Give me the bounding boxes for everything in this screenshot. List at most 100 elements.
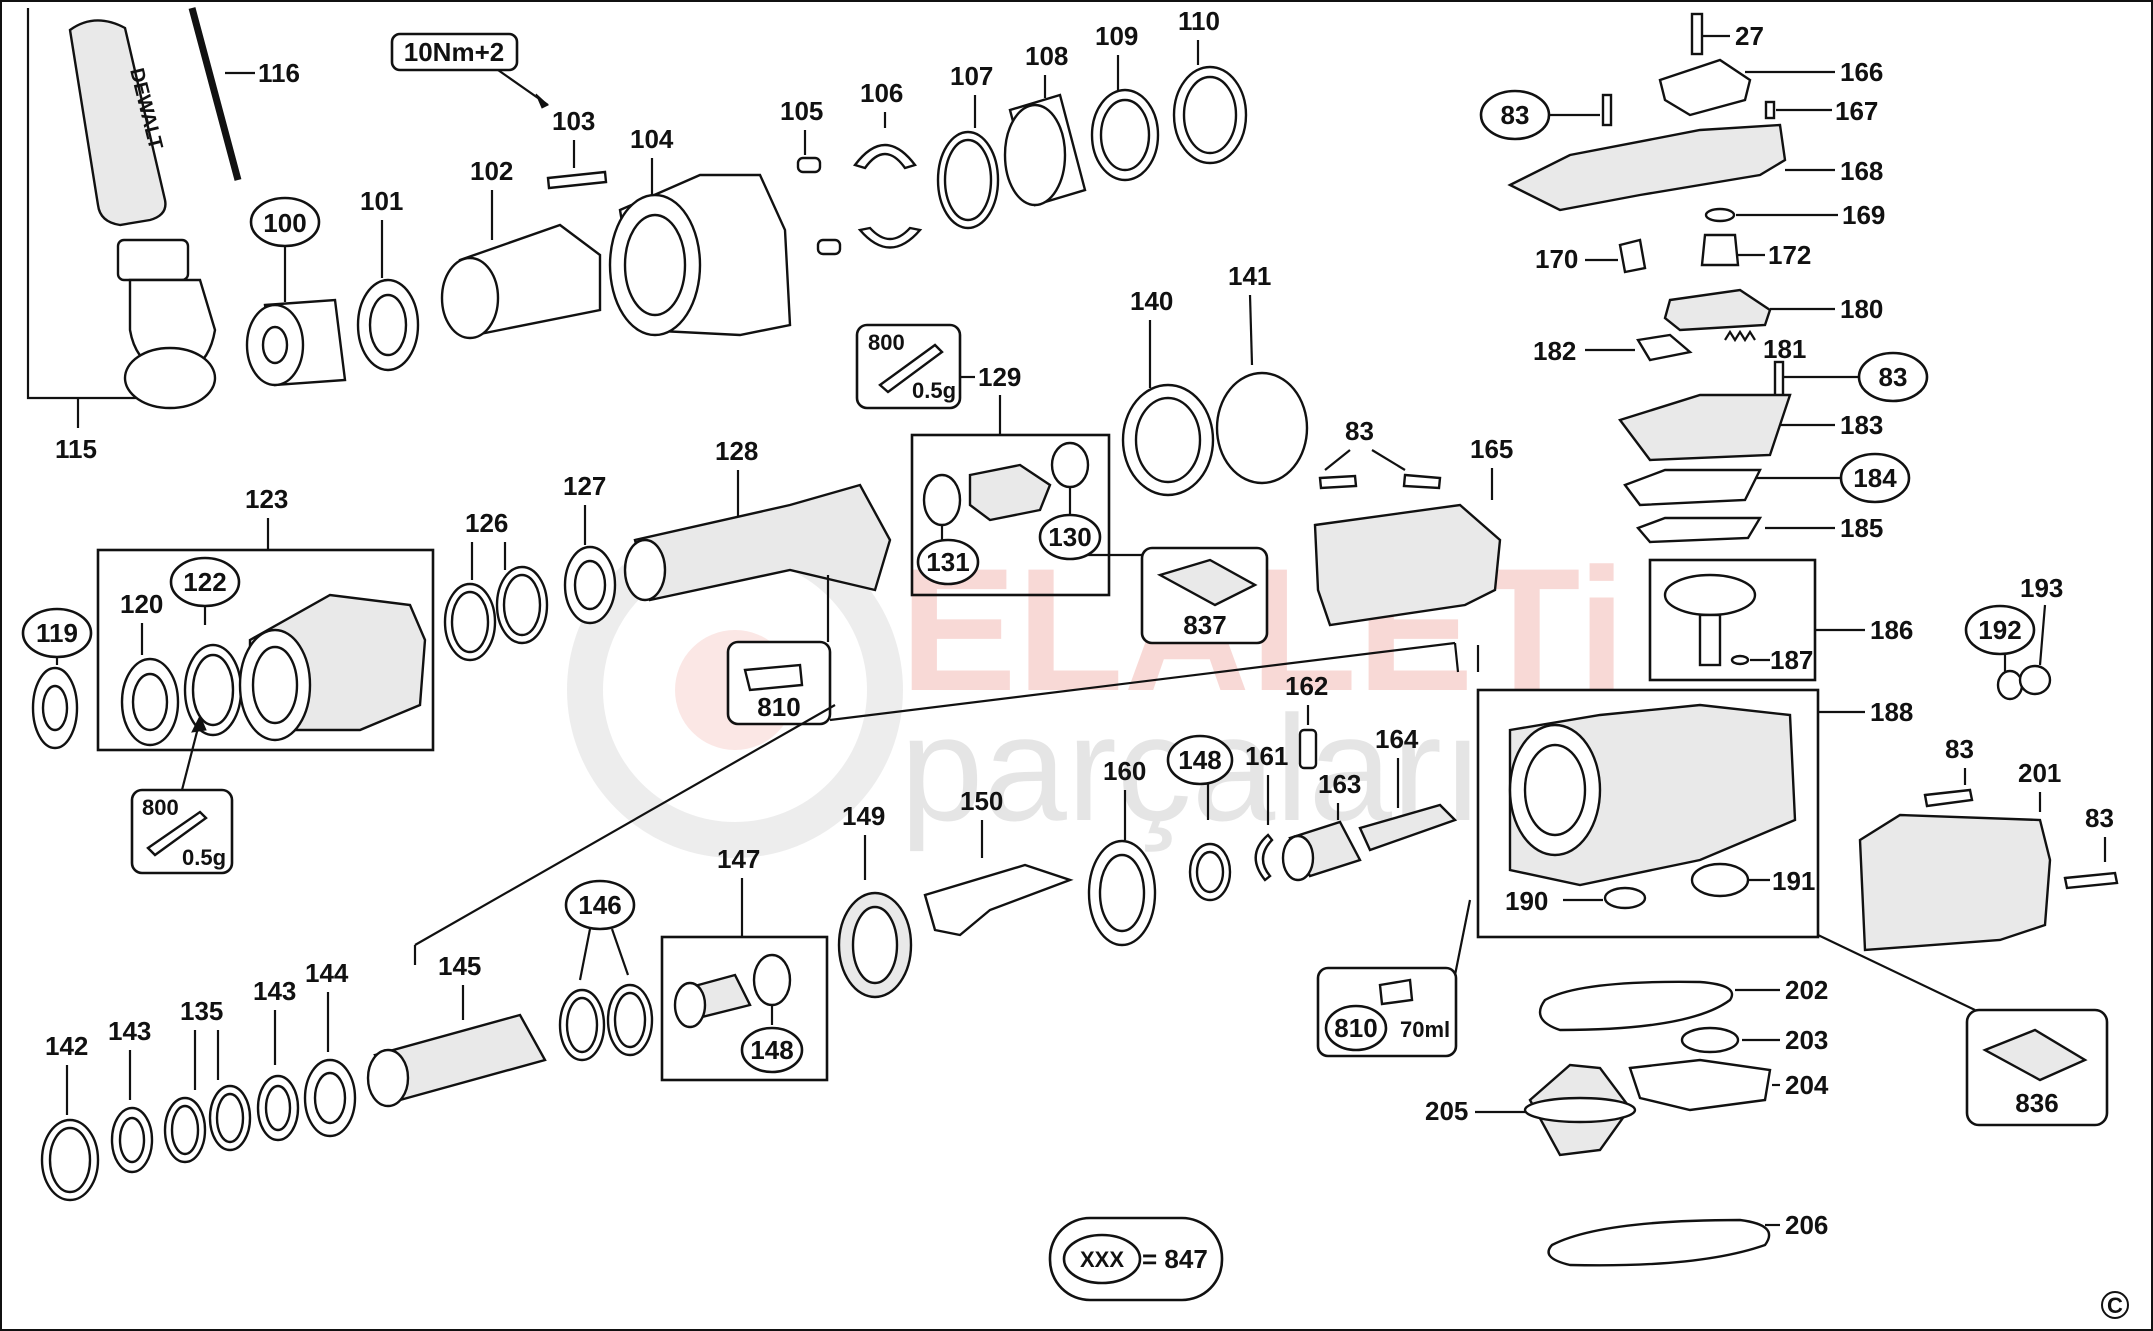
label-810b-oval [1324,1004,1388,1052]
label-837: 837 [1183,610,1226,640]
label-146-oval [564,879,636,931]
box-123 [96,548,435,752]
part-130-oring [1050,441,1090,489]
label-116: 116 [258,58,300,88]
label-148a: 148 [1178,745,1221,775]
label-184-oval [1839,452,1911,504]
part-182-slider [1636,333,1693,362]
part-191-bearing [1690,862,1750,898]
label-170: 170 [1535,244,1578,274]
label-180: 180 [1840,294,1883,324]
label-191: 191 [1772,866,1815,896]
copyright-mark: C [2101,1291,2129,1319]
grease-code-b: 800 [142,795,179,820]
label-165: 165 [1470,434,1513,464]
part-181-spring [1724,329,1756,343]
part-103-screw [546,170,608,190]
oil-qty: 70ml [1400,1017,1450,1042]
label-100: 100 [263,208,306,238]
label-168: 168 [1840,156,1883,186]
part-168-top-cover [1507,123,1787,212]
part-184-gasket [1623,468,1762,507]
label-183: 183 [1840,410,1883,440]
label-147: 147 [717,844,760,874]
corner-mark: C [2107,1293,2123,1318]
label-131: 131 [926,547,969,577]
label-119: 119 [36,618,78,648]
part-206-belt [1547,1218,1771,1267]
label-181: 181 [1763,334,1806,364]
part-165-side-cover [1313,503,1502,627]
torque-note: 10Nm+2 [404,37,504,67]
label-105: 105 [780,96,823,126]
side-handle-group: DEWALT 116 115 [26,7,300,464]
label-166: 166 [1840,57,1883,87]
label-169: 169 [1842,200,1885,230]
drive-parts: 202 203 204 205 206 [1425,975,1829,1267]
label-110: 110 [1178,6,1220,36]
side-handle-grip [68,19,167,227]
part-83c-screw [1923,788,1974,808]
label-150: 150 [960,786,1003,816]
label-103: 103 [552,106,595,136]
label-130-oval [1038,513,1102,561]
legend-value: = 847 [1142,1244,1208,1274]
part-172-valve [1700,233,1740,267]
label-130: 130 [1048,522,1091,552]
part-190-bearing [1603,886,1647,910]
part-106-half-ring [853,143,917,170]
label-203: 203 [1785,1025,1828,1055]
label-160: 160 [1103,756,1146,786]
torque-note-box [390,32,519,72]
part-129-piston [968,463,1052,522]
part-837-bracket [1156,558,1258,607]
label-206: 206 [1785,1210,1828,1240]
label-104: 104 [630,124,674,154]
grease-qty-b: 0.5g [182,845,226,870]
chuck-parts: 100 101 102 10Nm+2 103 104 105 106 1 [245,6,1248,387]
label-149: 149 [842,801,885,831]
label-109: 109 [1095,21,1138,51]
label-83d: 83 [2085,803,2114,833]
label-148b: 148 [750,1035,793,1065]
label-108: 108 [1025,41,1068,71]
middle-section: 800 0.5g 129 131 130 837 140 141 83 165 [855,261,1513,672]
label-144: 144 [305,958,349,988]
label-140: 140 [1130,286,1173,316]
label-106: 106 [860,78,903,108]
lower-section: 162 148 161 160 163 164 149 150 147 [40,671,1458,1202]
label-145: 145 [438,951,481,981]
part-161-clip [1254,833,1274,882]
box-186 [1648,558,1817,682]
label-163: 163 [1318,769,1361,799]
label-143b: 143 [253,976,296,1006]
label-143a: 143 [108,1016,151,1046]
part-150-fork [923,863,1074,937]
label-83c: 83 [1945,734,1974,764]
part-203-gear [1680,1026,1740,1054]
label-185: 185 [1840,513,1883,543]
label-161: 161 [1245,741,1288,771]
depth-rod [188,7,242,181]
box-147 [660,935,829,1082]
grease-gun-icon-b [146,810,208,857]
part-166-knob [1658,58,1752,117]
legend-key: XXX [1080,1247,1124,1272]
label-205: 205 [1425,1096,1468,1126]
label-129: 129 [978,362,1021,392]
label-83b-oval [1857,351,1929,403]
label-148b-oval [740,1026,804,1074]
label-83b: 83 [1879,362,1908,392]
part-128-barrel [633,483,892,602]
part-164-connecting-rod [1358,803,1458,852]
label-146: 146 [578,890,621,920]
label-27: 27 [1735,21,1764,51]
label-135: 135 [180,996,223,1026]
legend-key-oval [1062,1233,1142,1285]
label-192: 192 [1978,615,2021,645]
part-201-side-cover [1858,813,2052,952]
part-183-base [1618,393,1792,462]
label-836: 836 [2015,1088,2058,1118]
label-172: 172 [1768,240,1811,270]
